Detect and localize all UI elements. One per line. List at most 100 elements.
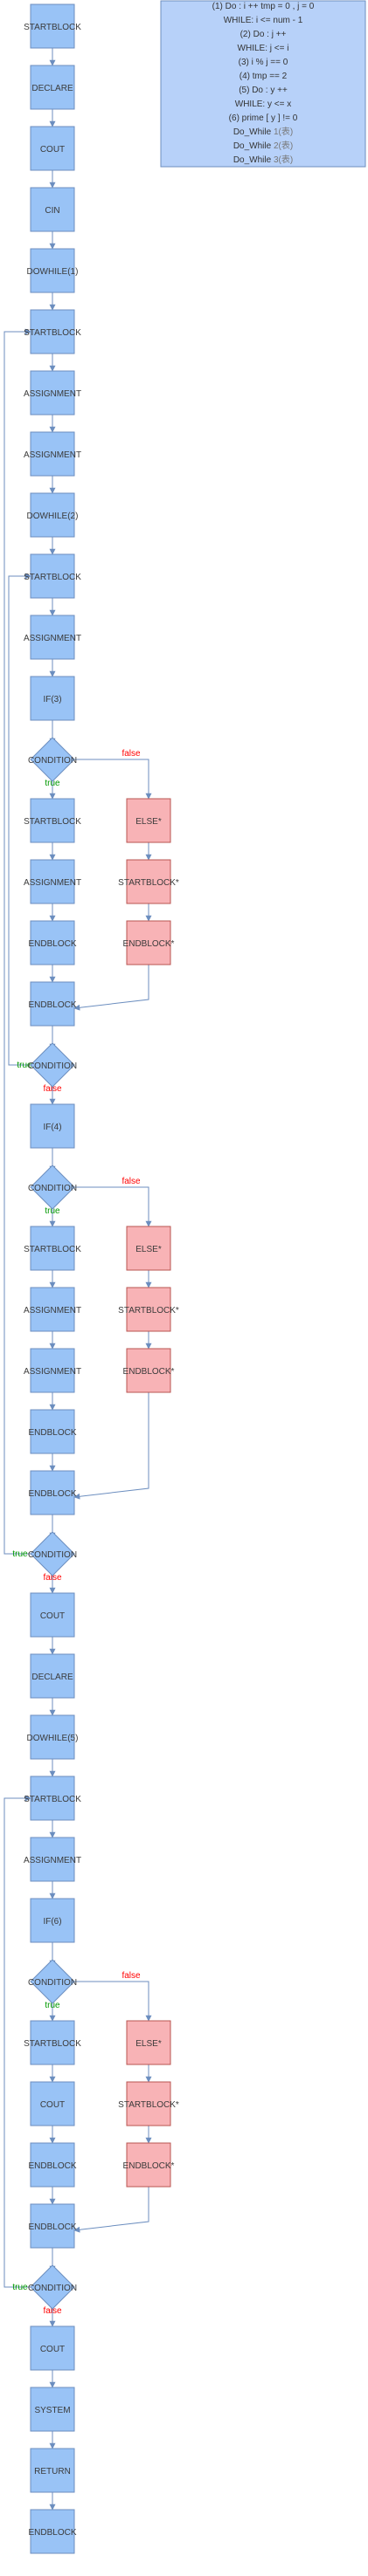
- note-line: WHILE: y <= x: [235, 100, 291, 109]
- node-shape: [30, 370, 75, 416]
- node-p7[interactable]: ELSE*: [126, 2020, 171, 2065]
- node-n25[interactable]: DOWHILE(5): [27, 1714, 79, 1760]
- node-n30[interactable]: COUT: [30, 2081, 75, 2126]
- node-label: ENDBLOCK: [28, 2528, 76, 2538]
- node-label: SYSTEM: [34, 2406, 70, 2415]
- node-shape: [30, 1898, 75, 1943]
- node-n15[interactable]: ENDBLOCK: [28, 920, 77, 965]
- node-n10[interactable]: STARTBLOCK: [24, 553, 81, 599]
- node-n13[interactable]: STARTBLOCK: [24, 798, 81, 843]
- false-branch-label: false: [122, 1971, 141, 1981]
- false-branch-label: false: [43, 1573, 62, 1583]
- node-n33[interactable]: COUT: [30, 2325, 75, 2371]
- edges-layer: falsetruefalsetruefalsetruetruefalsetrue…: [3, 48, 152, 2511]
- node-shape: [30, 248, 75, 293]
- node-n24[interactable]: DECLARE: [30, 1653, 75, 1699]
- node-label: ENDBLOCK: [28, 1000, 76, 1010]
- node-shape: [126, 2081, 171, 2126]
- node-p5[interactable]: STARTBLOCK*: [118, 1287, 179, 1332]
- node-label: RETURN: [34, 2467, 71, 2476]
- note-box: [160, 0, 366, 168]
- node-c6[interactable]: CONDITION: [28, 2264, 77, 2310]
- else-branch-edge: [73, 1186, 152, 1227]
- node-n11[interactable]: ASSIGNMENT: [24, 615, 81, 660]
- node-n3[interactable]: COUT: [30, 126, 75, 171]
- node-n18[interactable]: STARTBLOCK: [24, 1226, 81, 1271]
- node-n32[interactable]: ENDBLOCK: [28, 2203, 77, 2249]
- node-n27[interactable]: ASSIGNMENT: [24, 1837, 81, 1882]
- node-n4[interactable]: CIN: [30, 187, 75, 232]
- node-label: ENDBLOCK*: [123, 2161, 175, 2171]
- node-n1[interactable]: STARTBLOCK: [24, 3, 81, 49]
- node-p6[interactable]: ENDBLOCK*: [123, 1348, 175, 1393]
- node-n31[interactable]: ENDBLOCK: [28, 2142, 77, 2188]
- node-label: STARTBLOCK: [24, 2039, 81, 2049]
- note-dowhile-prefix: Do_While: [233, 155, 274, 165]
- node-shape: [30, 920, 75, 965]
- node-n21[interactable]: ENDBLOCK: [28, 1409, 77, 1454]
- node-n28[interactable]: IF(6): [30, 1898, 75, 1943]
- node-n8[interactable]: ASSIGNMENT: [24, 431, 81, 477]
- node-n22[interactable]: ENDBLOCK: [28, 1470, 77, 1515]
- note-dowhile-prefix: Do_While: [233, 127, 274, 137]
- node-n26[interactable]: STARTBLOCK: [24, 1776, 81, 1821]
- note-line: WHILE: i <= num - 1: [224, 16, 303, 25]
- node-p9[interactable]: ENDBLOCK*: [123, 2142, 175, 2188]
- node-n17[interactable]: IF(4): [30, 1103, 75, 1149]
- condition-label: CONDITION: [28, 756, 77, 766]
- node-shape: [30, 492, 75, 538]
- node-n16[interactable]: ENDBLOCK: [28, 981, 77, 1027]
- node-c3[interactable]: CONDITION: [28, 1164, 77, 1210]
- node-label: ENDBLOCK*: [123, 939, 175, 949]
- node-p8[interactable]: STARTBLOCK*: [118, 2081, 179, 2126]
- node-n6[interactable]: STARTBLOCK: [24, 309, 81, 354]
- true-branch-label: true: [45, 2001, 60, 2010]
- node-label: ASSIGNMENT: [24, 389, 81, 399]
- node-n2[interactable]: DECLARE: [30, 65, 75, 110]
- node-n7[interactable]: ASSIGNMENT: [24, 370, 81, 416]
- false-branch-label: false: [122, 749, 141, 759]
- note-line: WHILE: j <= i: [238, 44, 289, 53]
- node-c5[interactable]: CONDITION: [28, 1959, 77, 2004]
- node-label: COUT: [40, 2345, 65, 2354]
- node-label: ELSE*: [135, 817, 162, 827]
- node-c2[interactable]: CONDITION: [28, 1042, 77, 1088]
- node-shape: [30, 187, 75, 232]
- node-p1[interactable]: ELSE*: [126, 798, 171, 843]
- node-n9[interactable]: DOWHILE(2): [27, 492, 79, 538]
- note-dowhile-line: Do_While 3(表): [233, 154, 293, 165]
- node-n12[interactable]: IF(3): [30, 676, 75, 721]
- node-shape: [30, 3, 75, 49]
- node-c1[interactable]: CONDITION: [28, 737, 77, 782]
- node-label: STARTBLOCK: [24, 817, 81, 827]
- note-dowhile-suffix: 3(表): [274, 154, 293, 165]
- node-n35[interactable]: RETURN: [30, 2448, 75, 2493]
- node-shape: [30, 2142, 75, 2188]
- node-n23[interactable]: COUT: [30, 1592, 75, 1638]
- node-shape: [126, 1226, 171, 1271]
- node-p3[interactable]: ENDBLOCK*: [123, 920, 175, 965]
- node-label: ASSIGNMENT: [24, 1367, 81, 1377]
- node-n5[interactable]: DOWHILE(1): [27, 248, 79, 293]
- note-line: (2) Do : j ++: [240, 30, 287, 39]
- node-n14[interactable]: ASSIGNMENT: [24, 859, 81, 904]
- node-shape: [126, 1348, 171, 1393]
- node-p4[interactable]: ELSE*: [126, 1226, 171, 1271]
- note-line: (1) Do : i ++ tmp = 0 , j = 0: [212, 2, 315, 11]
- node-label: ENDBLOCK: [28, 939, 76, 949]
- node-n29[interactable]: STARTBLOCK: [24, 2020, 81, 2065]
- node-n34[interactable]: SYSTEM: [30, 2387, 75, 2432]
- node-label: DECLARE: [31, 1673, 73, 1682]
- node-n20[interactable]: ASSIGNMENT: [24, 1348, 81, 1393]
- node-label: CIN: [45, 206, 59, 216]
- node-n19[interactable]: ASSIGNMENT: [24, 1287, 81, 1332]
- node-label: ELSE*: [135, 2039, 162, 2049]
- note-line: (5) Do : y ++: [239, 86, 288, 95]
- node-label: STARTBLOCK: [24, 1795, 81, 1804]
- node-p2[interactable]: STARTBLOCK*: [118, 859, 179, 904]
- node-n36[interactable]: ENDBLOCK: [28, 2509, 77, 2554]
- node-c4[interactable]: CONDITION: [28, 1531, 77, 1577]
- node-shape: [30, 2020, 75, 2065]
- true-branch-label: true: [12, 2283, 28, 2292]
